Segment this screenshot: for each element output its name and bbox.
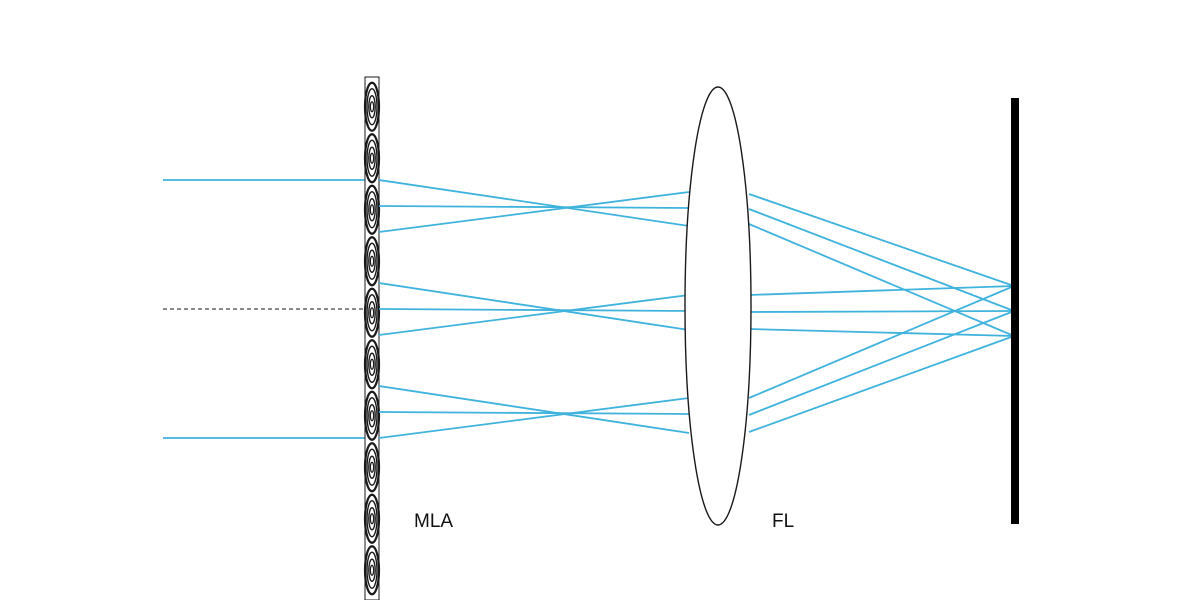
ray (378, 294, 690, 336)
microlens-ring (363, 442, 381, 493)
screen (1011, 98, 1019, 524)
microlens-ring (363, 81, 381, 132)
ray (378, 179, 690, 227)
ray (748, 335, 1015, 433)
mla-label: MLA (414, 511, 453, 532)
ray (378, 191, 690, 233)
microlens-ring (368, 558, 376, 582)
microlens-ring (369, 461, 375, 473)
microlens-ring (369, 358, 375, 370)
microlens-ring (368, 352, 376, 376)
microlens-ring (366, 139, 378, 177)
microlens-ring (368, 404, 376, 428)
microlens-ring (363, 390, 381, 441)
ray (378, 282, 690, 331)
microlens (363, 545, 381, 596)
microlens-ring (368, 249, 376, 273)
microlens (363, 493, 381, 544)
ray (748, 223, 1015, 337)
microlens (363, 133, 381, 184)
microlens-ring (363, 287, 381, 338)
microlens-ring (369, 204, 375, 216)
microlens-ring (368, 455, 376, 479)
rays-lens-to-screen (748, 193, 1015, 433)
microlens-ring (363, 236, 381, 287)
microlens-ring (369, 564, 375, 576)
ray (378, 411, 690, 415)
microlens-ring (369, 101, 375, 113)
microlens-ring (366, 345, 378, 383)
microlens-ring (363, 184, 381, 235)
microlens (363, 287, 381, 338)
incoming-rays (163, 179, 366, 439)
microlens-ring (368, 507, 376, 531)
fl-label: FL (772, 511, 794, 532)
microlens-array (363, 76, 381, 600)
ray (378, 397, 690, 439)
field-lens (684, 86, 752, 526)
microlens (363, 339, 381, 390)
microlens-ring (363, 339, 381, 390)
microlens-ring (369, 152, 375, 164)
microlens-ring (369, 513, 375, 525)
rays-mla-to-lens (378, 179, 690, 439)
microlens-ring (363, 493, 381, 544)
ray (378, 308, 690, 312)
ray (378, 385, 690, 434)
ray (748, 285, 1015, 296)
microlens-ring (366, 242, 378, 280)
microlens-ring (368, 301, 376, 325)
ray (748, 285, 1015, 399)
microlens (363, 236, 381, 287)
ray (748, 310, 1015, 416)
microlens (363, 390, 381, 441)
microlens-ring (366, 500, 378, 538)
microlens-ring (369, 255, 375, 267)
ray (378, 205, 690, 209)
microlens-ring (366, 191, 378, 229)
microlens (363, 81, 381, 132)
microlens-ring (368, 198, 376, 222)
microlens-ring (368, 146, 376, 170)
microlens-ring (366, 448, 378, 486)
microlens-ring (363, 545, 381, 596)
microlens-ring (366, 551, 378, 589)
microlens-ring (363, 133, 381, 184)
microlens (363, 442, 381, 493)
ray (748, 208, 1015, 312)
ray (748, 193, 1015, 287)
ray (748, 310, 1015, 313)
microlens-ring (369, 307, 375, 319)
microlens-ring (368, 95, 376, 119)
microlens-ring (369, 410, 375, 422)
microlens-ring (366, 294, 378, 332)
microlens-ring (366, 88, 378, 126)
ray (748, 328, 1015, 337)
microlens (363, 184, 381, 235)
microlens-ring (366, 397, 378, 435)
